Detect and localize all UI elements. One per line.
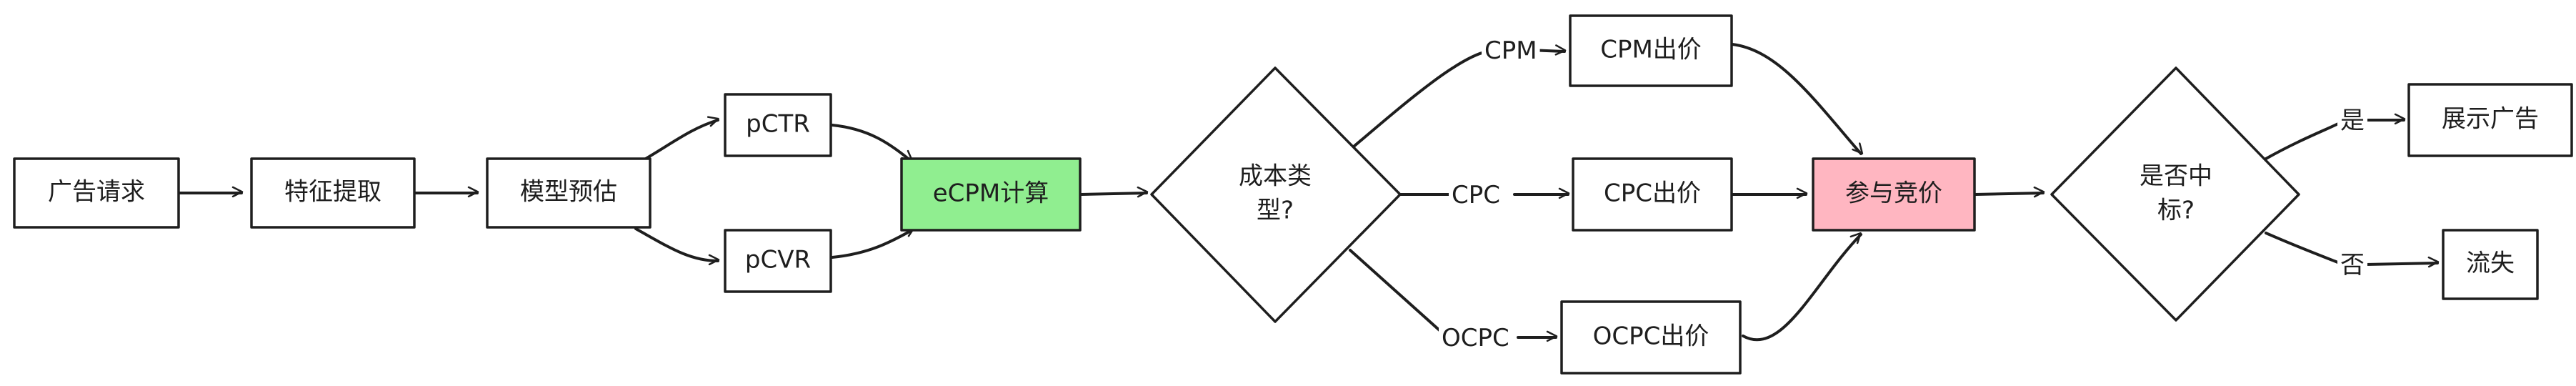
node-ocpc-bid-label: OCPC出价 bbox=[1593, 322, 1709, 351]
edge-label-ocpc: OCPC bbox=[1439, 322, 1512, 354]
node-ecpm-calc-label: eCPM计算 bbox=[933, 179, 1049, 208]
node-cost-type-decision[interactable]: 成本类 型? bbox=[1150, 66, 1402, 323]
edge-cost-type-to-cpm bbox=[1352, 50, 1489, 148]
edge-label-yes: 是 bbox=[2337, 105, 2367, 137]
node-win-label-line1: 是否中 bbox=[2140, 162, 2212, 191]
edge-ocpc-bid-to-auction bbox=[1742, 232, 1862, 342]
edge-cost-type-to-ocpc bbox=[1349, 249, 1441, 332]
node-ecpm-calc[interactable]: eCPM计算 bbox=[900, 157, 1082, 232]
node-cost-type-label-line1: 成本类 bbox=[1239, 162, 1312, 191]
node-lost-label: 流失 bbox=[2466, 249, 2515, 278]
node-cpm-bid[interactable]: CPM出价 bbox=[1569, 14, 1733, 87]
node-auction[interactable]: 参与竞价 bbox=[1812, 157, 1976, 232]
edge-cpm-bid-to-auction bbox=[1731, 43, 1864, 155]
node-model-estimation-label: 模型预估 bbox=[520, 178, 617, 207]
node-pctr-label: pCTR bbox=[746, 110, 810, 139]
edge-no-label-to-lost bbox=[2365, 256, 2440, 268]
node-pcvr-label: pCVR bbox=[745, 246, 811, 274]
edge-model-to-pcvr bbox=[634, 227, 720, 266]
node-lost[interactable]: 流失 bbox=[2442, 229, 2539, 300]
edge-label-cpm-text: CPM bbox=[1484, 36, 1537, 65]
edge-pcvr-to-ecpm bbox=[831, 226, 916, 259]
edge-label-background bbox=[1449, 179, 1503, 211]
node-model-estimation[interactable]: 模型预估 bbox=[486, 157, 652, 229]
edge-label-yes-text: 是 bbox=[2340, 107, 2365, 135]
edge-label-background bbox=[1439, 322, 1512, 354]
node-win-label-line2: 标? bbox=[2157, 197, 2195, 225]
node-pcvr[interactable]: pCVR bbox=[724, 229, 832, 293]
edge-label-background bbox=[2337, 105, 2367, 137]
node-ad-request-label: 广告请求 bbox=[48, 178, 145, 207]
edge-pctr-to-ecpm bbox=[831, 124, 914, 162]
node-show-ad-label: 展示广告 bbox=[2442, 105, 2539, 134]
edge-ecpm-to-cost-type bbox=[1079, 186, 1149, 198]
edge-label-cpc-text: CPC bbox=[1452, 181, 1500, 209]
node-cpm-bid-label: CPM出价 bbox=[1600, 36, 1702, 64]
edge-label-background bbox=[2337, 249, 2367, 281]
edge-label-cpm: CPM bbox=[1482, 35, 1540, 66]
edge-label-no: 否 bbox=[2337, 249, 2367, 281]
edge-win-to-no bbox=[2265, 232, 2341, 264]
edge-win-to-yes bbox=[2265, 122, 2341, 160]
node-cost-type-label-line2: 型? bbox=[1257, 197, 1294, 225]
node-show-ad[interactable]: 展示广告 bbox=[2407, 83, 2573, 157]
edge-label-ocpc-text: OCPC bbox=[1442, 324, 1509, 352]
node-win-decision[interactable]: 是否中 标? bbox=[2050, 66, 2300, 322]
node-ocpc-bid[interactable]: OCPC出价 bbox=[1560, 300, 1742, 375]
edge-auction-to-win bbox=[1974, 186, 2045, 198]
node-cpc-bid-label: CPC出价 bbox=[1604, 179, 1701, 208]
edge-label-background bbox=[1482, 35, 1540, 66]
node-feature-extraction[interactable]: 特征提取 bbox=[250, 157, 416, 229]
node-ad-request[interactable]: 广告请求 bbox=[13, 157, 180, 229]
node-feature-extraction-label: 特征提取 bbox=[284, 178, 381, 207]
edge-label-no-text: 否 bbox=[2340, 251, 2365, 279]
node-auction-label: 参与竞价 bbox=[1845, 179, 1942, 208]
edge-label-cpc: CPC bbox=[1449, 179, 1503, 211]
node-pctr[interactable]: pCTR bbox=[724, 93, 832, 157]
node-cpc-bid[interactable]: CPC出价 bbox=[1572, 157, 1733, 232]
